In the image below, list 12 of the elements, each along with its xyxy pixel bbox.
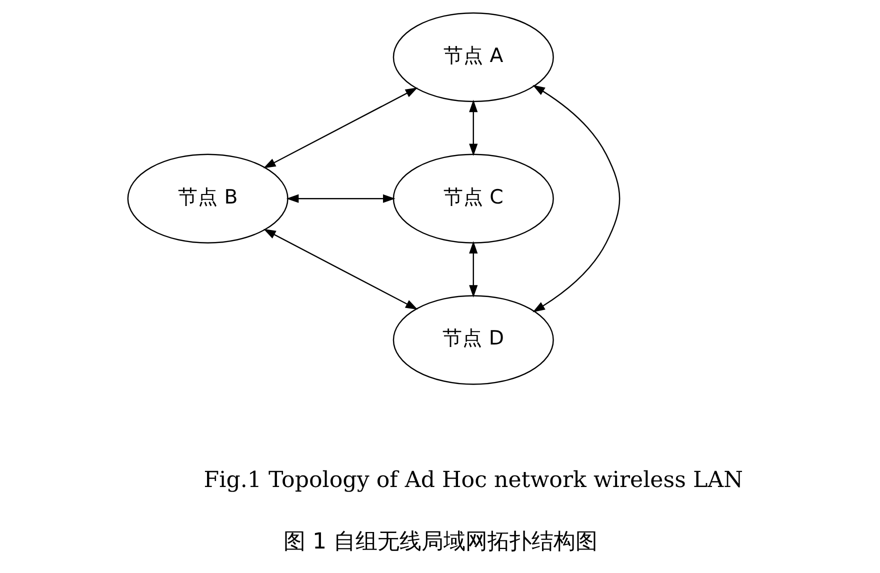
arrow [468, 241, 478, 298]
node-ellipse: 节点 B [126, 154, 288, 244]
arrow [286, 194, 395, 203]
arrow [468, 100, 478, 156]
caption: 图 1 自组无线局域网拓扑结构图 [282, 528, 598, 554]
arrow [262, 88, 418, 168]
arrow [262, 228, 418, 310]
node-ellipse: 节点 A [392, 12, 554, 102]
arrow [532, 85, 620, 312]
node-ellipse: 节点 D [392, 295, 554, 385]
node-ellipse: 节点 C [392, 154, 554, 244]
label: Fig.1 Topology of Ad Hoc network wireless LAN [203, 466, 742, 493]
